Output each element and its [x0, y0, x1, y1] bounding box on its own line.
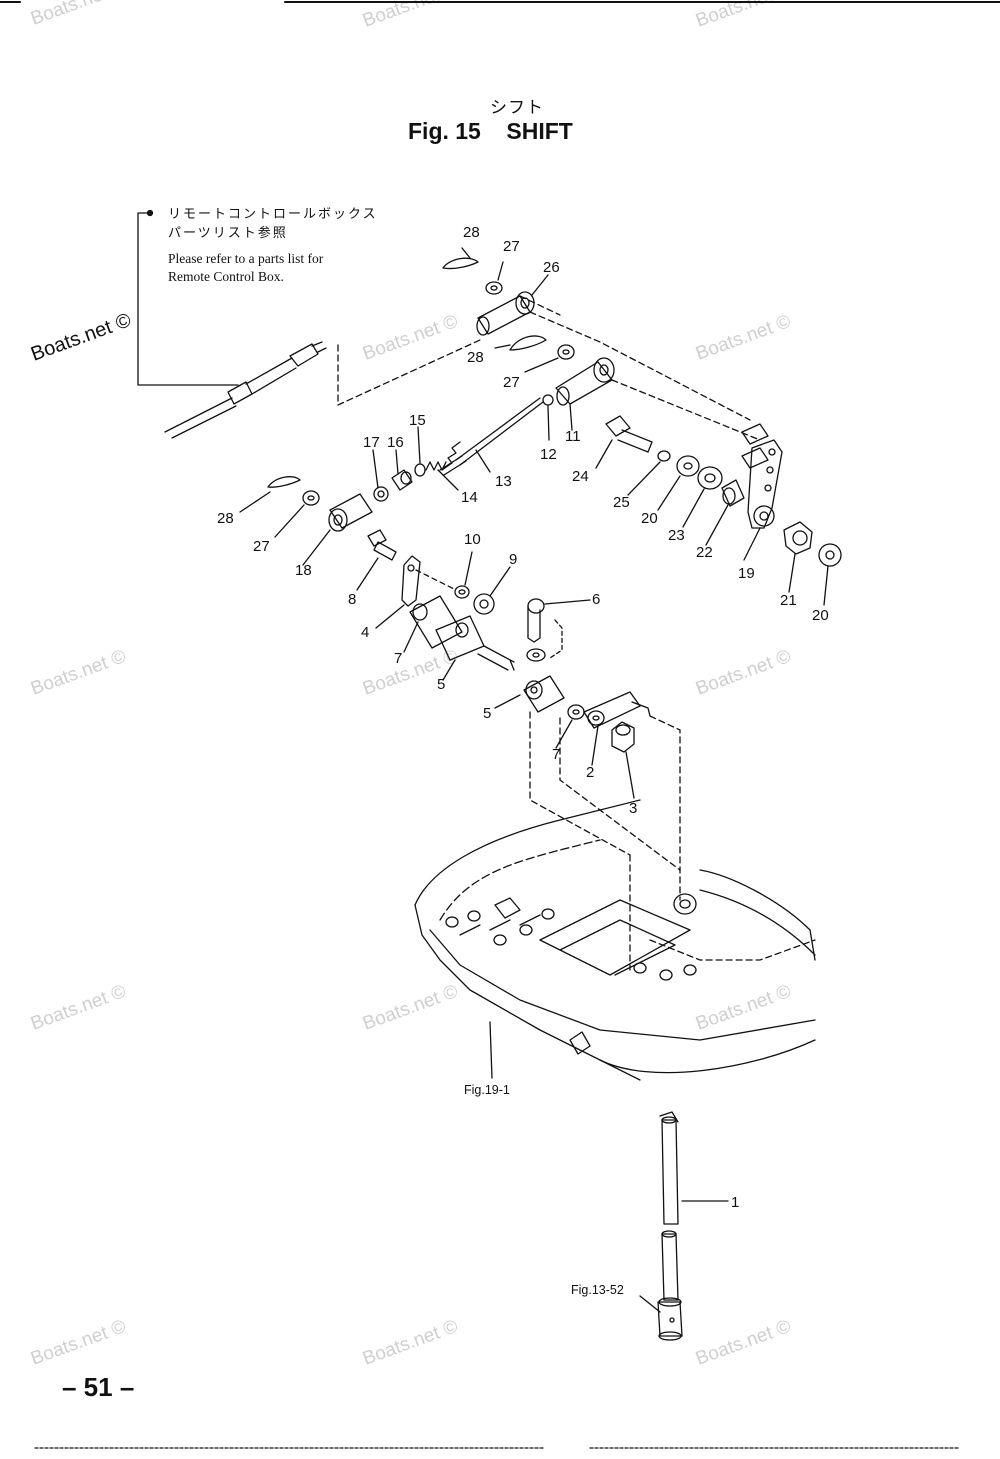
part-label: 13 [495, 473, 512, 490]
part-label: 26 [543, 259, 560, 276]
part-label: 20 [812, 607, 829, 624]
part-label: 27 [253, 538, 270, 555]
part-label: 27 [503, 374, 520, 391]
part-label: 16 [387, 434, 404, 451]
part-label: 23 [668, 527, 685, 544]
figure-title-japanese: シフト [490, 98, 544, 118]
part-label: 28 [463, 224, 480, 241]
part-label: 19 [738, 565, 755, 582]
part-label: 2 [586, 764, 595, 781]
part-label: 11 [565, 428, 581, 445]
part-label: 22 [696, 544, 713, 561]
part-label: 5 [437, 676, 446, 693]
note-english-line2: Remote Control Box. [168, 269, 284, 284]
part-label: 4 [361, 624, 370, 641]
part-label: 1 [731, 1194, 740, 1211]
part-label: 18 [295, 562, 312, 579]
note-japanese-line1: リモートコントロールボックス [168, 207, 378, 222]
part-label: 17 [363, 434, 380, 451]
part-label: 14 [461, 489, 478, 506]
part-label: 20 [641, 510, 658, 527]
figure-title: Fig. 15 SHIFT [408, 118, 573, 144]
part-label: 12 [540, 446, 557, 463]
part-label: 15 [409, 412, 426, 429]
part-label: 7 [552, 746, 561, 763]
part-label: 3 [629, 800, 638, 817]
part-label: 6 [592, 591, 601, 608]
part-label: 21 [780, 592, 797, 609]
figure-reference: Fig.13-52 [571, 1283, 624, 1297]
note-english-line1: Please refer to a parts list for [168, 251, 324, 266]
part-label: 25 [613, 494, 630, 511]
note-japanese-line2: パーツリスト参照 [168, 226, 288, 241]
part-label: 28 [217, 510, 234, 527]
part-label: 28 [467, 349, 484, 366]
part-label: 9 [509, 551, 518, 568]
part-label: 7 [394, 650, 403, 667]
figure-reference: Fig.19-1 [464, 1083, 510, 1097]
part-label: 10 [464, 531, 481, 548]
part-label: 8 [348, 591, 357, 608]
page-number: – 51 – [62, 1372, 135, 1402]
part-label: 27 [503, 238, 520, 255]
part-label: 5 [483, 705, 492, 722]
part-label: 24 [572, 468, 589, 485]
